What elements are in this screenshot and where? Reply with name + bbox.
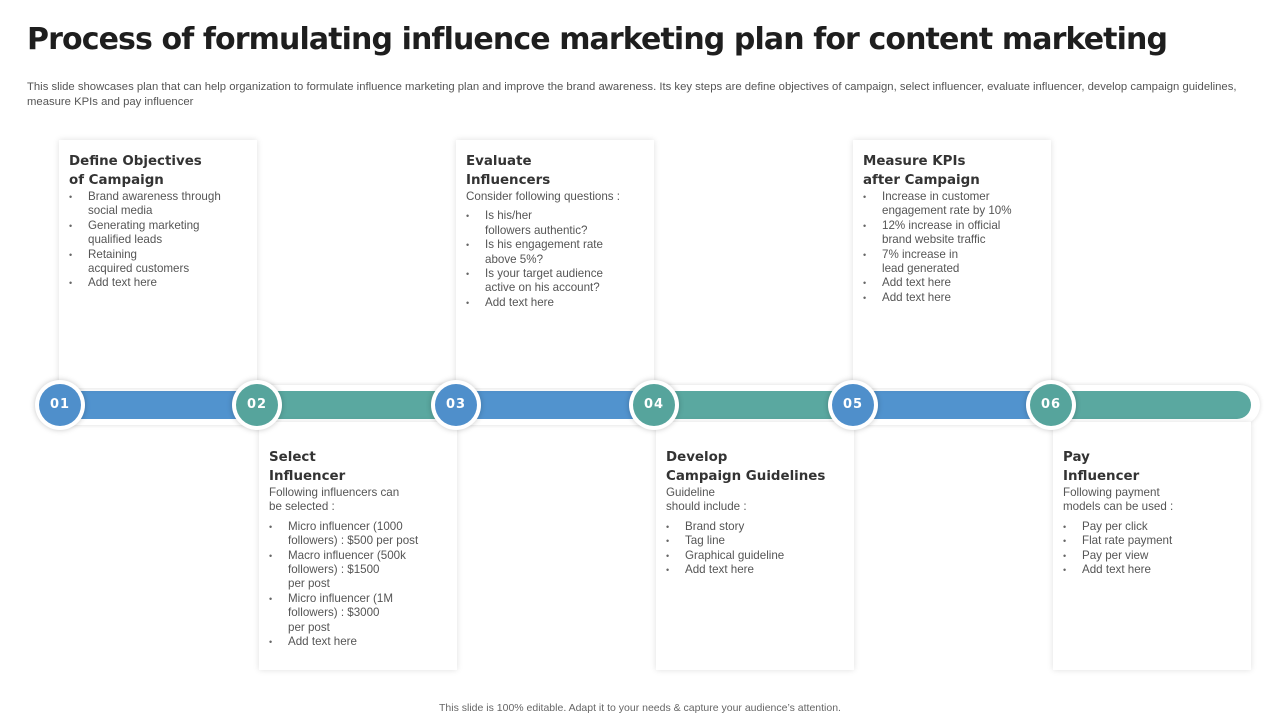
step-number: 02 xyxy=(236,384,278,426)
step-node-3: 03 xyxy=(431,380,481,430)
step-card-3: Evaluate Influencers Consider following … xyxy=(456,140,654,388)
step-number: 06 xyxy=(1030,384,1072,426)
step-title: Pay Influencer xyxy=(1063,450,1140,484)
step-card-6: Pay Influencer Following payment models … xyxy=(1053,422,1251,670)
step-node-4: 04 xyxy=(629,380,679,430)
list-item: Micro influencer (1M followers) : $3000 … xyxy=(269,592,451,635)
list-item: Is your target audience active on his ac… xyxy=(466,267,648,296)
step-number: 04 xyxy=(633,384,675,426)
step-title: Develop Campaign Guidelines xyxy=(666,450,826,484)
step-number: 05 xyxy=(832,384,874,426)
step-intro: Following influencers can be selected : xyxy=(269,486,400,514)
step-items: Brand story Tag line Graphical guideline… xyxy=(666,520,848,578)
list-item: Brand awareness through social media xyxy=(69,190,251,219)
timeline-segment-5 xyxy=(853,391,1051,419)
list-item: Macro influencer (500k followers) : $150… xyxy=(269,549,451,592)
list-item: Flat rate payment xyxy=(1063,534,1245,549)
step-card-5: Measure KPIs after Campaign Increase in … xyxy=(853,140,1051,388)
list-item: Add text here xyxy=(863,291,1045,306)
list-item: Add text here xyxy=(269,635,451,650)
list-item: Add text here xyxy=(1063,563,1245,578)
step-node-5: 05 xyxy=(828,380,878,430)
step-items: Pay per click Flat rate payment Pay per … xyxy=(1063,520,1245,578)
list-item: Retaining acquired customers xyxy=(69,248,251,277)
list-item: Tag line xyxy=(666,534,848,549)
step-intro: Guideline should include : xyxy=(666,486,747,514)
step-intro: Consider following questions : xyxy=(466,190,621,203)
step-title: Define Objectives of Campaign xyxy=(69,154,202,188)
timeline-segment-1 xyxy=(60,391,257,419)
list-item: Graphical guideline xyxy=(666,549,848,564)
timeline-segment-3 xyxy=(456,391,654,419)
list-item: Pay per click xyxy=(1063,520,1245,535)
step-node-1: 01 xyxy=(35,380,85,430)
page-subtitle: This slide showcases plan that can help … xyxy=(27,81,1237,108)
page-title: Process of formulating influence marketi… xyxy=(27,22,1168,57)
list-item: Micro influencer (1000 followers) : $500… xyxy=(269,520,451,549)
list-item: Is his/her followers authentic? xyxy=(466,209,648,238)
step-card-4: Develop Campaign Guidelines Guideline sh… xyxy=(656,422,854,670)
list-item: Add text here xyxy=(69,276,251,291)
list-item: Increase in customer engagement rate by … xyxy=(863,190,1045,219)
list-item: 7% increase in lead generated xyxy=(863,248,1045,277)
step-items: Micro influencer (1000 followers) : $500… xyxy=(269,520,451,650)
step-title: Measure KPIs after Campaign xyxy=(863,154,980,188)
list-item: Add text here xyxy=(466,296,648,311)
list-item: 12% increase in official brand website t… xyxy=(863,219,1045,248)
timeline-segment-2 xyxy=(257,391,456,419)
step-title: Evaluate Influencers xyxy=(466,154,551,188)
timeline-segment-4 xyxy=(654,391,853,419)
step-intro: Following payment models can be used : xyxy=(1063,486,1174,514)
step-card-2: Select Influencer Following influencers … xyxy=(259,422,457,670)
step-card-1: Define Objectives of Campaign Brand awar… xyxy=(59,140,257,388)
timeline-segment-6 xyxy=(1051,391,1251,419)
step-title: Select Influencer xyxy=(269,450,346,484)
list-item: Add text here xyxy=(666,563,848,578)
step-node-2: 02 xyxy=(232,380,282,430)
step-node-6: 06 xyxy=(1026,380,1076,430)
step-items: Brand awareness through social media Gen… xyxy=(69,190,251,291)
step-items: Is his/her followers authentic? Is his e… xyxy=(466,209,648,310)
step-number: 01 xyxy=(39,384,81,426)
list-item: Add text here xyxy=(863,276,1045,291)
step-items: Increase in customer engagement rate by … xyxy=(863,190,1045,306)
list-item: Is his engagement rate above 5%? xyxy=(466,238,648,267)
list-item: Brand story xyxy=(666,520,848,535)
footer-note: This slide is 100% editable. Adapt it to… xyxy=(439,702,841,714)
step-number: 03 xyxy=(435,384,477,426)
list-item: Pay per view xyxy=(1063,549,1245,564)
list-item: Generating marketing qualified leads xyxy=(69,219,251,248)
